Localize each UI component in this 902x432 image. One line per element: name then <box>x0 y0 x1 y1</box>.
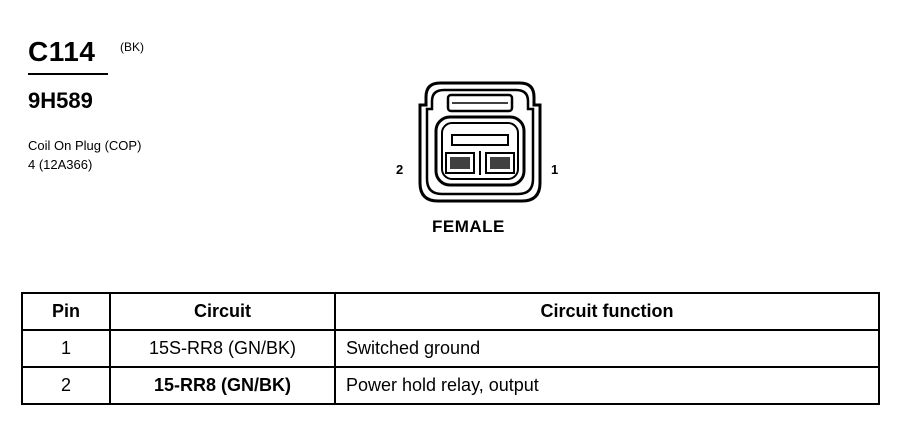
table-row: 2 15-RR8 (GN/BK) Power hold relay, outpu… <box>21 366 880 405</box>
pin-cell: 2 <box>21 366 111 405</box>
table-row: 1 15S-RR8 (GN/BK) Switched ground <box>21 329 880 368</box>
connector-id: C114 <box>28 36 96 67</box>
table-header-row: Pin Circuit Circuit function <box>21 292 880 331</box>
component-description: Coil On Plug (COP) <box>28 138 142 153</box>
title-underline <box>28 73 108 75</box>
pin-label-1: 1 <box>551 162 559 177</box>
connector-gender-label: FEMALE <box>432 217 505 236</box>
component-reference: 4 (12A366) <box>28 157 93 172</box>
circuit-cell: 15-RR8 (GN/BK) <box>109 366 336 405</box>
connector-cavity <box>434 115 526 187</box>
header-circuit-function: Circuit function <box>334 292 880 331</box>
connector-face-drawing <box>418 81 542 203</box>
function-cell: Power hold relay, output <box>334 366 880 405</box>
pin-label-2: 2 <box>396 162 404 177</box>
header-circuit: Circuit <box>109 292 336 331</box>
connector-latch <box>446 93 514 113</box>
part-number: 9H589 <box>28 88 93 113</box>
function-cell: Switched ground <box>334 329 880 368</box>
connector-color-code: (BK) <box>120 40 144 54</box>
connector-key-slot <box>451 134 509 146</box>
connector-housing-inner <box>425 88 535 196</box>
pin-cell: 1 <box>21 329 111 368</box>
header-pin: Pin <box>21 292 111 331</box>
pinout-table: Pin Circuit Circuit function 1 15S-RR8 (… <box>21 292 880 405</box>
circuit-cell: 15S-RR8 (GN/BK) <box>109 329 336 368</box>
connector-housing-outline <box>418 81 542 203</box>
